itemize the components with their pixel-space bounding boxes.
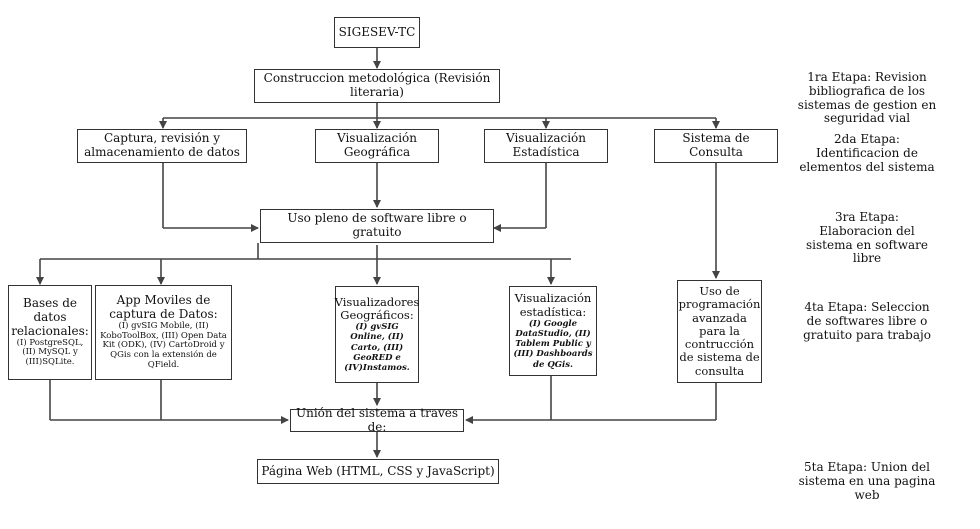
stage-2: 2da Etapa: Identificacion de elementos d…: [799, 132, 935, 174]
tool-geo-viewers-title: Visualizadores Geográficos:: [334, 294, 420, 323]
component-stats-viz: Visualización Estadística: [484, 129, 608, 163]
component-query-system: Sistema de Consulta: [654, 129, 778, 163]
component-geo-viz: Visualización Geográfica: [315, 129, 439, 163]
tool-mobile-apps: App Moviles de captura de Datos: (I) gvS…: [95, 285, 232, 380]
component-capture: Captura, revisión y almacenamiento de da…: [77, 129, 247, 163]
tool-stats-viewers-detail: (I) Google DataStudio, (II) Tablem Publi…: [513, 318, 593, 370]
tool-mobile-apps-detail: (I) gvSIG Mobile, (II) KoboToolBox, (III…: [100, 320, 227, 370]
root-node: SIGESEV-TC: [334, 17, 420, 48]
stage-1: 1ra Etapa: Revision bibliografica de los…: [797, 70, 937, 126]
stage-3: 3ra Etapa: Elaboracion del sistema en so…: [806, 210, 928, 266]
methodology-node: Construccion metodológica (Revisión lite…: [254, 69, 500, 103]
tool-databases: Bases de datos relacionales: (I) Postgre…: [8, 285, 92, 380]
tool-geo-viewers-detail: (I) gvSIG Online, (II) Carto, (III) GeoR…: [344, 322, 410, 373]
stage-5: 5ta Etapa: Union del sistema en una pagi…: [798, 460, 936, 502]
tool-programming: Uso de programación avanzada para la con…: [677, 280, 762, 383]
web-node: Página Web (HTML, CSS y JavaScript): [257, 459, 499, 484]
tool-databases-detail: (I) PostgreSQL, (II) MySQL y (III)SQLite…: [16, 337, 84, 368]
tool-geo-viewers: Visualizadores Geográficos: (I) gvSIG On…: [335, 286, 419, 383]
tool-stats-viewers-title: Visualización estadística:: [514, 291, 592, 319]
free-software-node: Uso pleno de software libre o gratuito: [260, 209, 494, 243]
tool-stats-viewers: Visualización estadística: (I) Google Da…: [509, 286, 597, 376]
tool-databases-title: Bases de datos relacionales:: [11, 296, 89, 338]
union-node: Unión del sistema a traves de:: [290, 406, 464, 433]
tool-mobile-apps-title: App Moviles de captura de Datos:: [109, 293, 218, 322]
stage-4: 4ta Etapa: Seleccion de softwares libre …: [803, 300, 931, 342]
